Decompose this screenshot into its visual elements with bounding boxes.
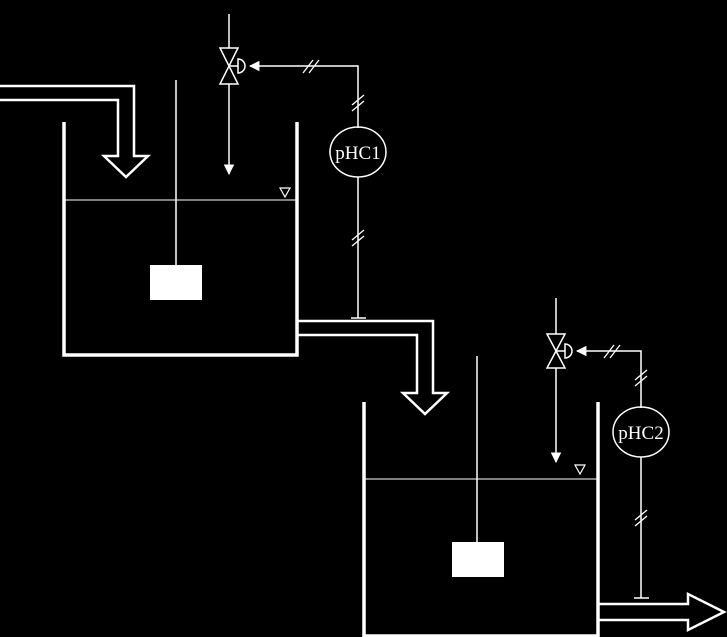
signal-hash-1c [351,229,365,247]
signal-hash-2a [603,344,621,359]
inlet-pipe-arrow [0,84,152,179]
tank-2 [362,402,600,637]
signal-line-2-to-valve [575,345,642,408]
transfer-pipe-arrow [297,319,451,416]
valve-2-actuator [556,343,573,359]
signal-hash-2b [634,369,648,387]
controller-2-label: pHC2 [618,423,663,444]
signal-hash-1a [302,59,320,74]
signal-hash-2c [634,509,648,527]
controller-1-label: pHC1 [335,143,380,164]
control-valve-2 [545,333,567,369]
tank-1-level-marker [278,187,292,199]
tank-1-agitator-impeller [150,265,202,300]
signal-line-1-to-valve [248,60,359,128]
tank-2-level-marker [573,464,587,476]
valve-1-actuator [229,58,246,74]
control-valve-1 [218,47,240,85]
signal-hash-1b [351,94,365,112]
tank-1 [62,122,299,357]
tank-2-agitator-impeller [452,542,504,577]
outlet-pipe-arrow [598,591,727,633]
